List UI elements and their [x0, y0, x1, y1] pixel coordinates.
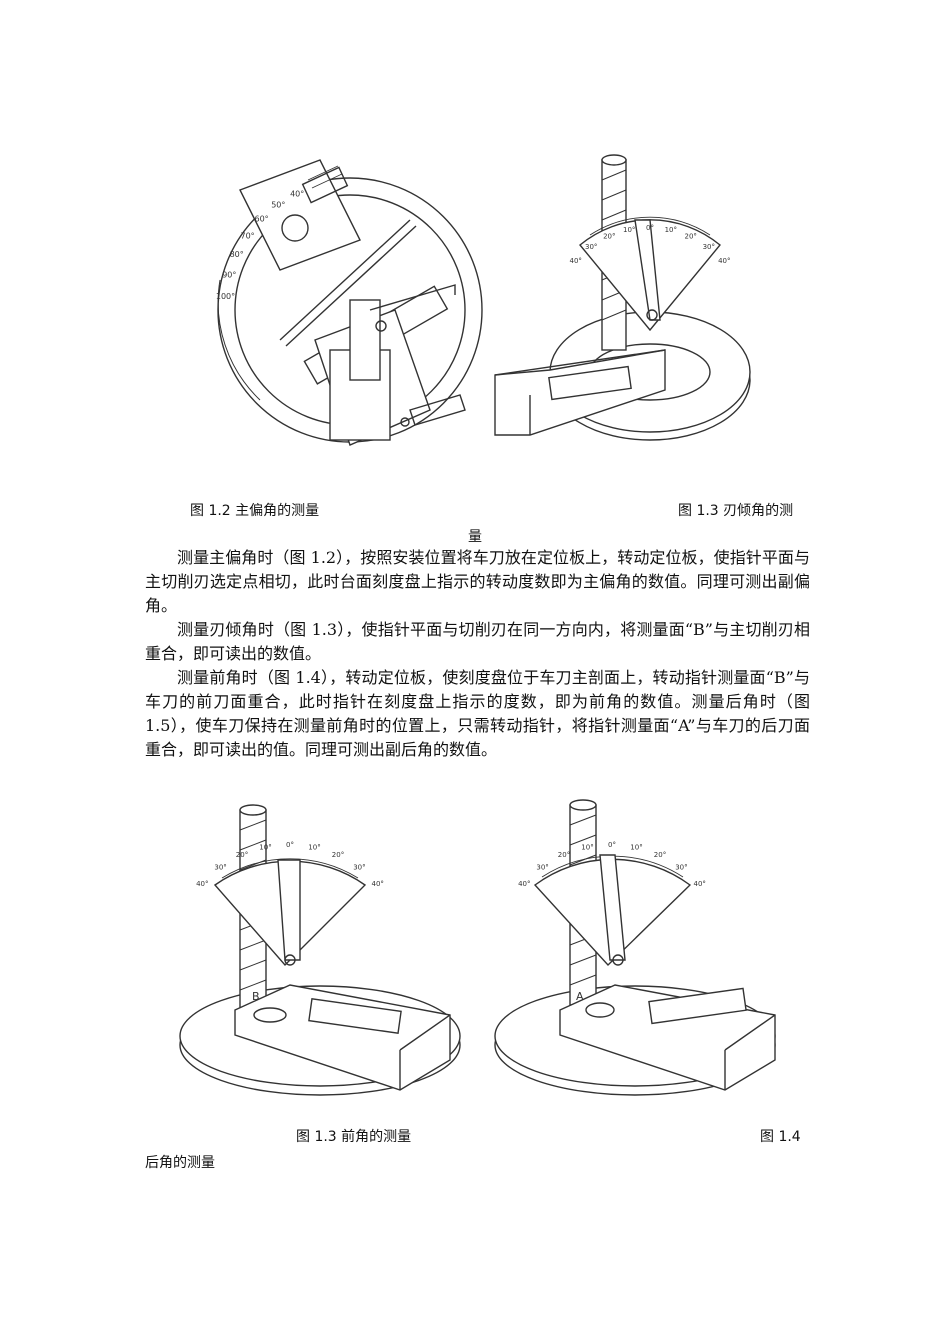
scale-label: 30°	[214, 864, 226, 872]
figure-1-2-caption: 图 1.2 主偏角的测量	[190, 503, 320, 519]
scale-label: 40°	[290, 190, 304, 199]
scale-label: 20°	[654, 851, 666, 859]
scale-label: 20°	[236, 851, 248, 859]
scale-label: 40°	[569, 257, 581, 265]
scale-label: 30°	[703, 243, 715, 251]
scale-label: 0°	[608, 841, 616, 849]
figure-1-3-caption-part2: 量	[468, 529, 482, 545]
scale-label: 20°	[558, 851, 570, 859]
scale-label: 20°	[603, 233, 615, 241]
scale-label: 60°	[255, 215, 269, 224]
figure-1-2-drawing: 100° 90° 80° 70°60°50° 40°	[216, 159, 483, 446]
scale-label: 70°	[241, 231, 255, 240]
scale-label: 10°	[623, 226, 635, 234]
scale-label: 100°	[216, 292, 235, 301]
figure-1-2-main-deflection-angle: 100° 90° 80° 70°60°50° 40°	[200, 150, 490, 480]
paragraph-main-deflection: 测量主偏角时（图 1.2），按照安装位置将车刀放在定位板上，转动定位板，使指针平…	[145, 548, 810, 615]
scale-label: 10°	[665, 226, 677, 234]
scale-label: 90°	[222, 271, 236, 280]
scale-label: 20°	[332, 851, 344, 859]
scale-label: 40°	[371, 880, 383, 888]
figure-1-3-inclination-angle: 40°30°20°10°0°10°20°30°40°	[490, 150, 760, 460]
scale-label: 10°	[259, 844, 271, 852]
figure-1-4-caption-part2: 后角的测量	[145, 1155, 215, 1171]
scale-label: 30°	[585, 243, 597, 251]
figure-1-3-drawing: 40°30°20°10°0°10°20°30°40°	[494, 154, 751, 441]
figure-1-3-rake-angle: B 40° 30° 20° 10° 0° 10° 20° 30° 40°	[160, 800, 470, 1110]
scale-label: 40°	[518, 880, 530, 888]
scale-label: 80°	[230, 250, 244, 259]
scale-label: 10°	[581, 844, 593, 852]
scale-label: 40°	[693, 880, 705, 888]
scale-label: 10°	[630, 844, 642, 852]
scale-label: 10°	[308, 844, 320, 852]
figure-rake-drawing: B 40° 30° 20° 10° 0° 10° 20° 30° 40°	[179, 804, 461, 1096]
paragraph-rake-clearance: 测量前角时（图 1.4），转动定位板，使刻度盘位于车刀主剖面上，转动指针测量面“…	[145, 668, 810, 759]
scale-label: 30°	[353, 864, 365, 872]
scale-label: 40°	[718, 257, 730, 265]
figure-1-4-clearance-angle: A 40° 30° 20° 10° 0° 10° 20° 30° 40°	[490, 795, 790, 1105]
clearance-marker-label: A	[576, 990, 584, 1003]
scale-label: 30°	[536, 864, 548, 872]
figure-1-3-rake-caption: 图 1.3 前角的测量	[296, 1129, 412, 1145]
scale-label: 20°	[684, 233, 696, 241]
scale-label: 50°	[271, 201, 285, 210]
scale-label: 0°	[646, 224, 654, 232]
body-text: 测量主偏角时（图 1.2），按照安装位置将车刀放在定位板上，转动定位板，使指针平…	[145, 546, 810, 762]
scale-label: 40°	[196, 880, 208, 888]
paragraph-inclination: 测量刃倾角时（图 1.3），使指针平面与切削刃在同一方向内，将测量面“B”与主切…	[145, 620, 810, 663]
figure-1-3-caption-part1: 图 1.3 刃倾角的测	[678, 503, 794, 519]
figure-clearance-drawing: A 40° 30° 20° 10° 0° 10° 20° 30° 40°	[494, 799, 776, 1096]
figure-1-4-caption-part1: 图 1.4	[760, 1129, 801, 1145]
scale-label: 0°	[286, 841, 294, 849]
rake-marker-label: B	[252, 990, 260, 1003]
scale-label: 30°	[675, 864, 687, 872]
